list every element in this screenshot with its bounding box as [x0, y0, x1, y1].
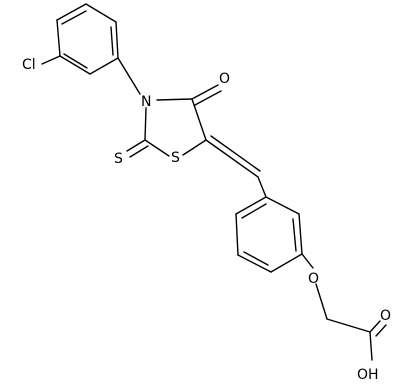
thiazolidinone-ring: [144, 98, 207, 157]
atom-labels: Cl N O S S O O OH: [22, 57, 391, 383]
carbonyl-bond: [191, 84, 222, 106]
aryl-o-bond: [301, 253, 314, 269]
carbonyl-oxygen-label: O: [219, 71, 230, 87]
aryl-n-bond: [117, 57, 141, 95]
hydroxyl-label: OH: [357, 367, 379, 383]
chlorine-label: Cl: [22, 57, 36, 73]
methine-aryl-bond: [257, 176, 267, 198]
ring-sulfur-label: S: [171, 150, 180, 166]
ether-oxygen-label: O: [308, 271, 319, 287]
acid-carbonyl-oxygen-label: O: [380, 308, 391, 324]
nitrogen-label: N: [141, 94, 151, 110]
thione-sulfur-label: S: [114, 151, 123, 167]
c-cl-bond: [41, 55, 61, 65]
chlorophenyl-ring: [56, 3, 119, 75]
oxyacetic-chain: [315, 283, 387, 361]
methine-double-bond: [205, 135, 261, 178]
thione-bond: [126, 139, 149, 158]
benzene-ring: [235, 196, 303, 273]
